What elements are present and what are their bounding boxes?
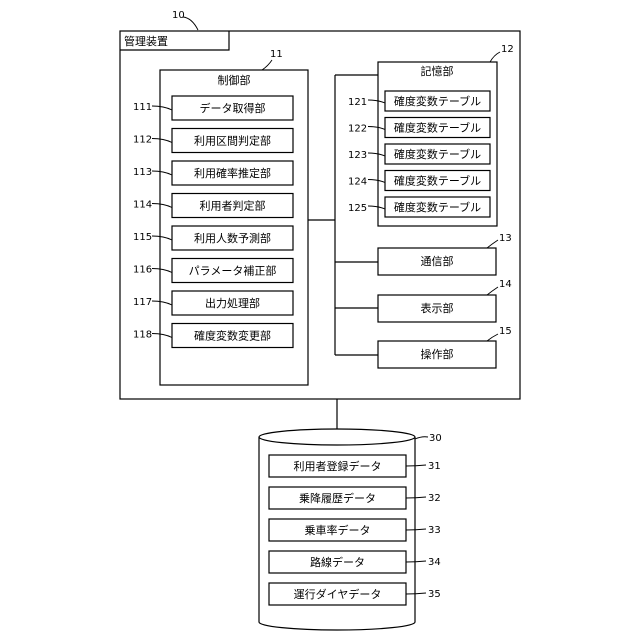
storage-item-ref: 121: [348, 97, 367, 108]
storage-item-ref: 123: [348, 150, 367, 161]
control-item-label: パラメータ補正部: [189, 264, 277, 278]
database-item-ref: 32: [428, 493, 441, 504]
database-item-label: 利用者登録データ: [294, 459, 382, 473]
control-unit-ref: 11: [270, 49, 283, 60]
database-item-label: 乗車率データ: [305, 523, 371, 537]
management-device-title: 管理装置: [124, 34, 168, 48]
database-item-ref: 33: [428, 525, 441, 536]
database-item-label: 運行ダイヤデータ: [294, 587, 382, 601]
control-item-ref: 117: [133, 297, 152, 308]
storage-item-label: 確度変数テーブル: [394, 174, 481, 188]
database-item-label: 路線データ: [310, 555, 365, 569]
storage-item-label: 確度変数テーブル: [394, 94, 481, 108]
control-item-label: 確度変数変更部: [194, 329, 271, 343]
database-item-ref: 31: [428, 461, 441, 472]
storage-item-label: 確度変数テーブル: [394, 147, 481, 161]
storage-unit-ref: 12: [501, 44, 514, 55]
control-item-label: 利用区間判定部: [194, 134, 271, 148]
control-item-label: 利用人数予測部: [194, 231, 271, 245]
database-item-ref: 34: [428, 557, 441, 568]
communication-unit-label: 通信部: [421, 254, 454, 268]
display-unit-label: 表示部: [421, 301, 454, 315]
control-item-ref: 116: [133, 265, 152, 276]
control-item-label: 利用者判定部: [200, 199, 266, 213]
management-device-ref: 10: [172, 10, 185, 21]
storage-item-ref: 125: [348, 203, 367, 214]
storage-item-ref: 122: [348, 124, 367, 135]
database-top: [259, 429, 415, 445]
control-unit-title: 制御部: [218, 73, 251, 87]
management-device-leader: [183, 17, 198, 30]
control-item-ref: 111: [133, 102, 152, 113]
operation-unit-ref: 15: [499, 326, 512, 337]
operation-unit-label: 操作部: [421, 347, 454, 361]
control-item-ref: 118: [133, 330, 152, 341]
database-item-label: 乗降履歴データ: [299, 491, 376, 505]
control-item-ref: 115: [133, 232, 152, 243]
storage-item-ref: 124: [348, 177, 367, 188]
control-item-label: 出力処理部: [205, 296, 260, 310]
control-item-ref: 114: [133, 200, 152, 211]
database-leader: [415, 437, 428, 439]
communication-unit-ref: 13: [499, 233, 512, 244]
database-ref: 30: [429, 433, 442, 444]
display-unit-ref: 14: [499, 279, 512, 290]
storage-item-label: 確度変数テーブル: [394, 121, 481, 135]
storage-item-label: 確度変数テーブル: [394, 200, 481, 214]
control-item-label: 利用確率推定部: [194, 166, 271, 180]
control-item-label: データ取得部: [200, 101, 266, 115]
control-item-ref: 113: [133, 167, 152, 178]
database-item-ref: 35: [428, 589, 441, 600]
control-item-ref: 112: [133, 135, 152, 146]
storage-unit-title: 記憶部: [421, 64, 454, 78]
